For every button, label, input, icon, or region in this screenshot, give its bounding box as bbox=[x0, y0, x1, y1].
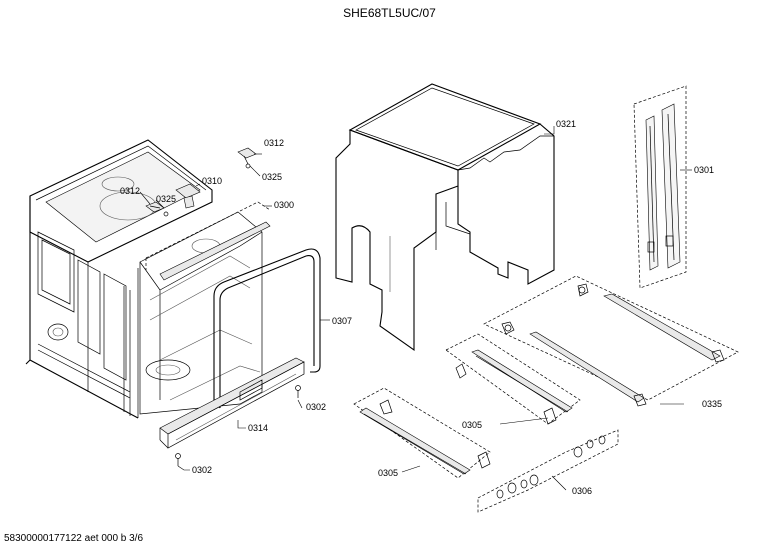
side-trim-panel-0301 bbox=[633, 85, 687, 289]
screw-0302-left bbox=[175, 453, 181, 466]
callout-0325-left: 0325 bbox=[156, 194, 176, 204]
callout-0312-left: 0312 bbox=[120, 186, 140, 196]
callout-0312-right: 0312 bbox=[264, 138, 284, 148]
callout-0301: 0301 bbox=[694, 165, 714, 175]
callout-0300: 0300 bbox=[274, 200, 294, 210]
gasket-0307 bbox=[213, 248, 321, 409]
dishwasher-tub-frame bbox=[25, 139, 271, 419]
callout-0302-left: 0302 bbox=[192, 465, 212, 475]
callout-0306: 0306 bbox=[572, 486, 592, 496]
callout-0325-right: 0325 bbox=[262, 172, 282, 182]
screw-0302-right bbox=[295, 385, 301, 398]
front-rail-0314 bbox=[159, 357, 305, 449]
callout-0307: 0307 bbox=[332, 316, 352, 326]
rail-set-0335 bbox=[483, 275, 739, 407]
callout-0321: 0321 bbox=[556, 119, 576, 129]
callout-0310: 0310 bbox=[202, 176, 222, 186]
document-reference: 58300000177122 aet 000 b 3/6 bbox=[4, 533, 144, 544]
callout-0314: 0314 bbox=[248, 423, 268, 433]
rail-0305-lower bbox=[353, 387, 491, 479]
screw-0325-left bbox=[163, 211, 169, 217]
rail-0305-upper bbox=[445, 333, 581, 425]
hardware-kit-0306 bbox=[477, 429, 619, 513]
callout-0302-right: 0302 bbox=[306, 402, 326, 412]
model-number-title: SHE68TL5UC/07 bbox=[343, 6, 436, 20]
callout-0335: 0335 bbox=[702, 399, 722, 409]
callout-0305-upper: 0305 bbox=[462, 420, 482, 430]
callout-leaders bbox=[139, 126, 692, 491]
callout-0305-lower: 0305 bbox=[378, 468, 398, 478]
clip-0310 bbox=[175, 183, 201, 209]
clip-0312-right bbox=[237, 147, 257, 169]
insulation-blanket-0321 bbox=[335, 83, 555, 352]
